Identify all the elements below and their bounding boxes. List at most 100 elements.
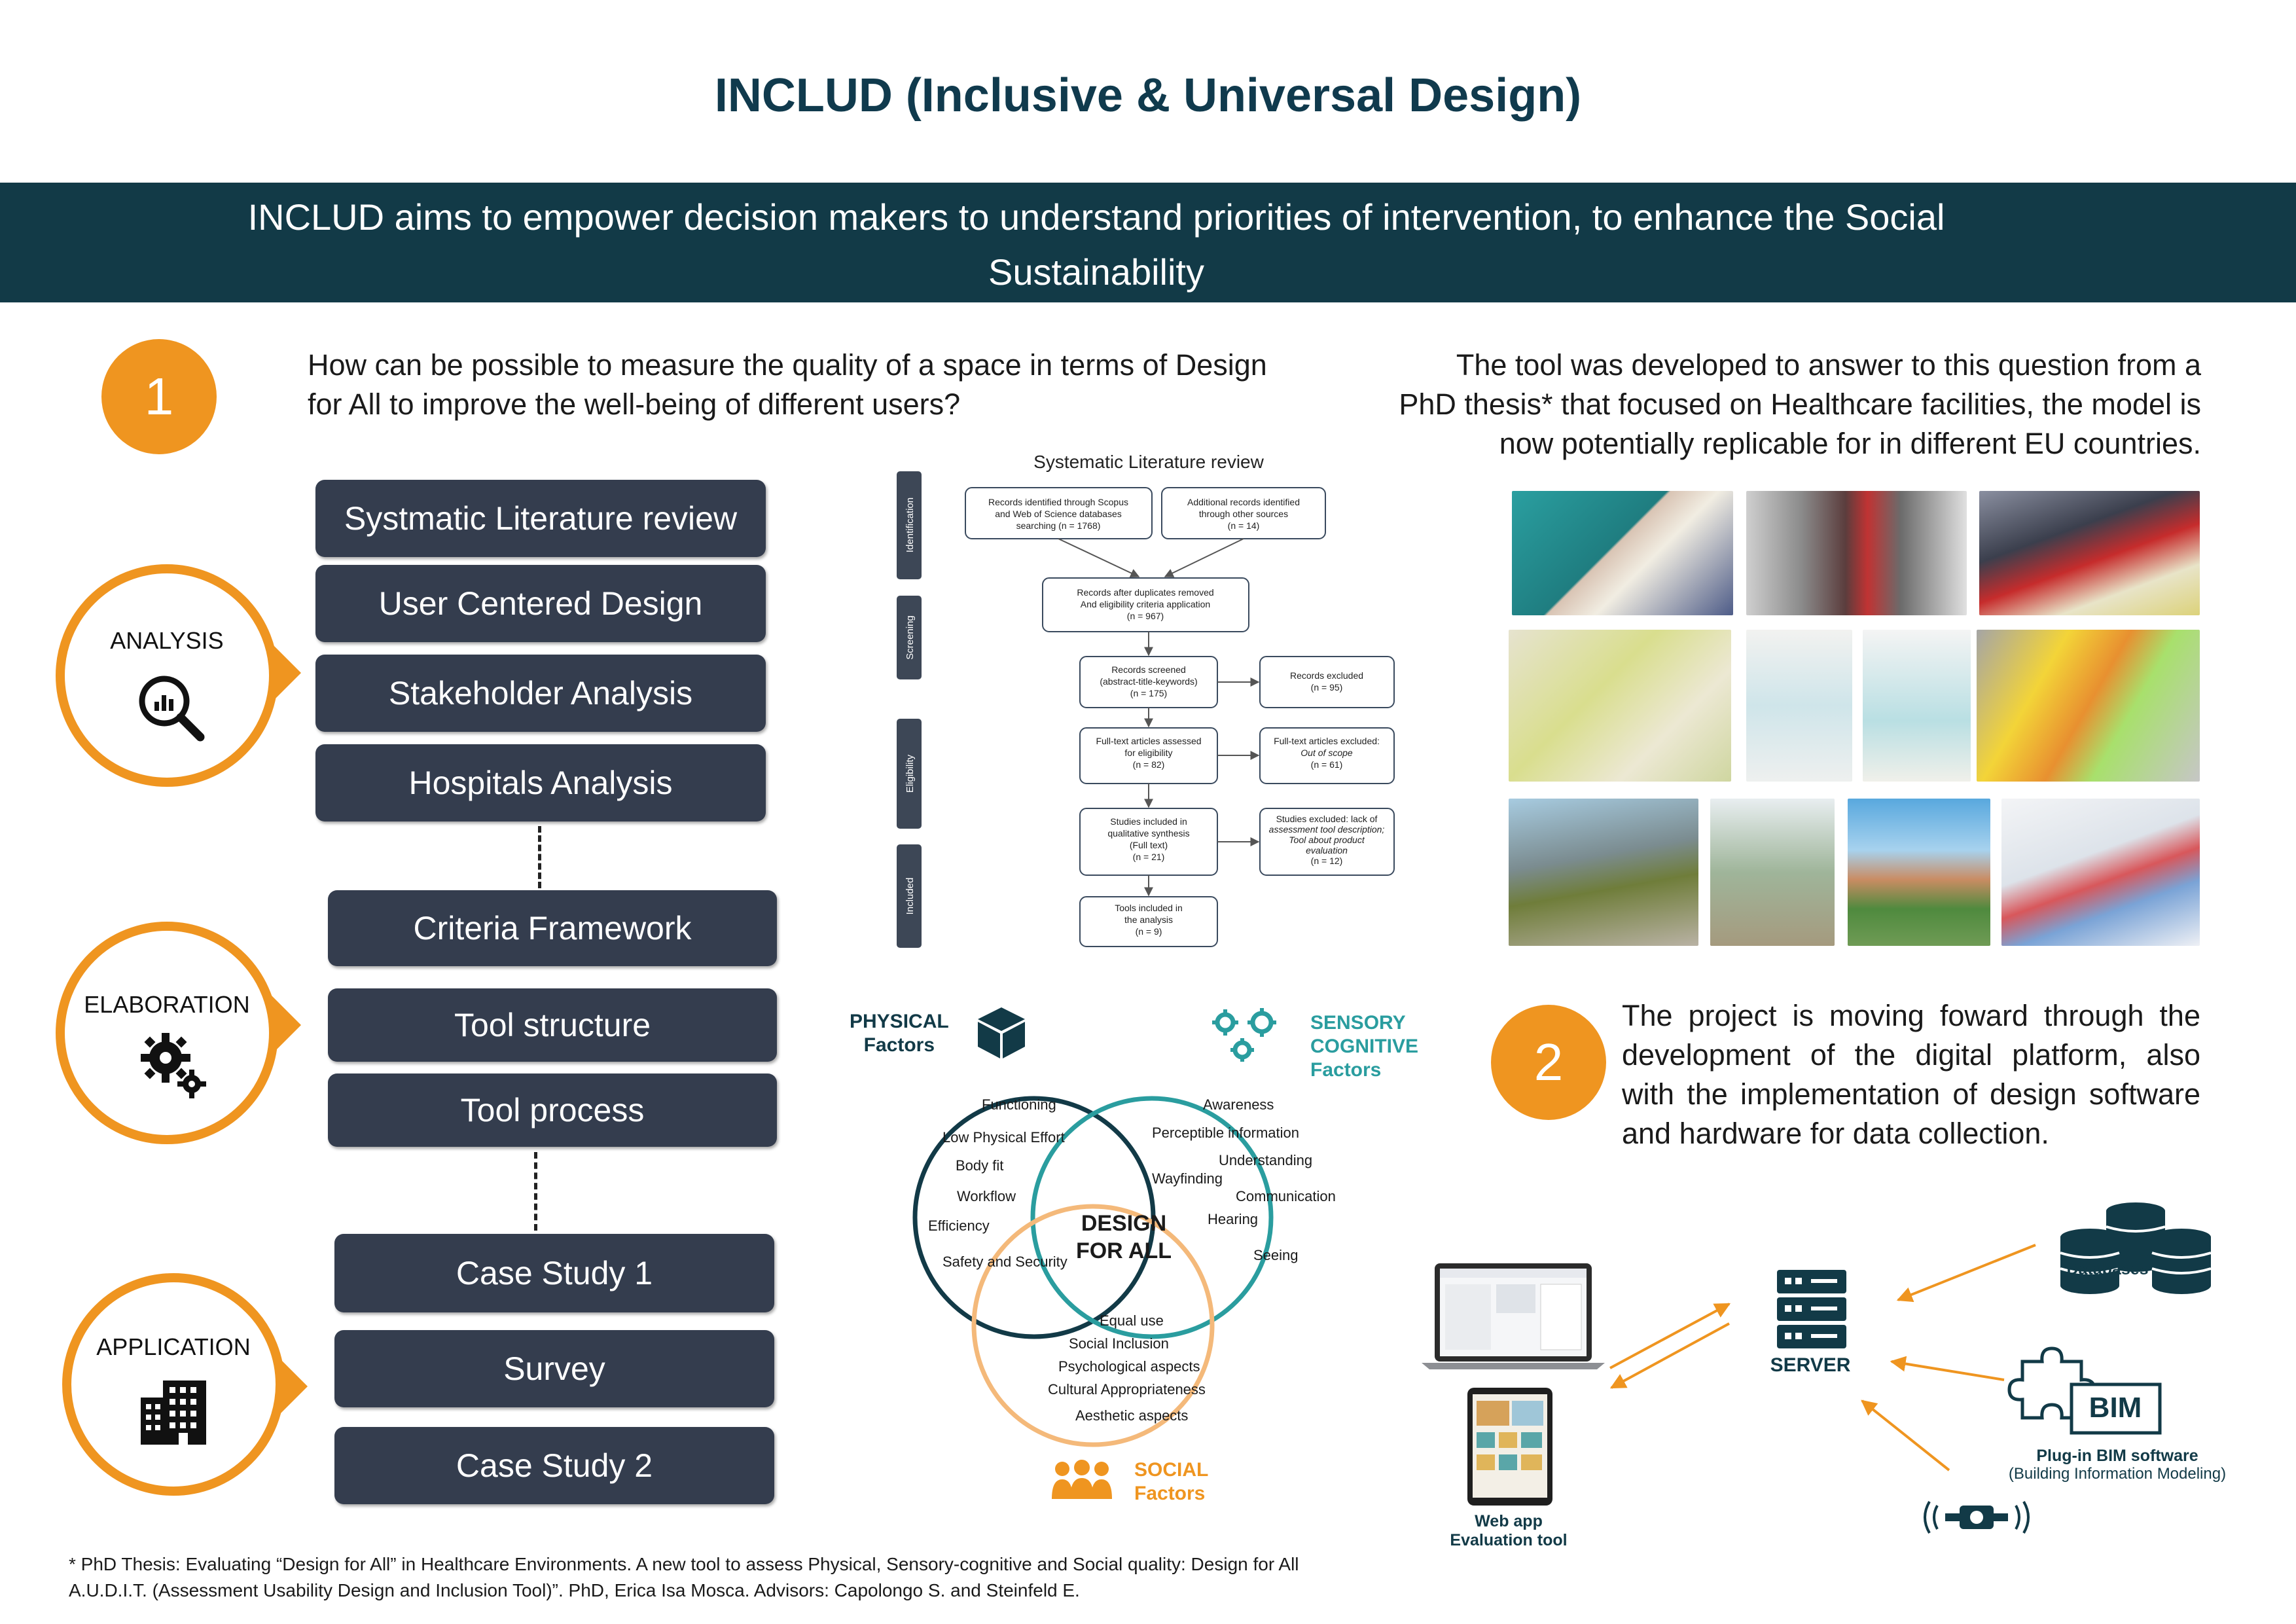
design-for-all-venn: DESIGN FOR ALL [912,1096,1274,1447]
sensory-label: SENSORY [1310,1012,1406,1034]
step-tool-process: Tool process [328,1074,777,1147]
sensory-term: Seeing [1253,1247,1299,1263]
physical-label: PHYSICAL [850,1011,949,1032]
prisma-text: qualitative synthesis [1107,828,1189,839]
stage-label: Eligibility [905,754,916,793]
prisma-text: Additional records identified [1187,497,1300,507]
step-case-study-1: Case Study 1 [334,1234,774,1312]
venn-center-label: FOR ALL [1076,1238,1172,1263]
phase-application: APPLICATION [62,1273,285,1496]
cube-icon [978,1007,1025,1058]
social-term: Social Inclusion [1069,1335,1169,1352]
social-term: Psychological aspects [1058,1358,1200,1375]
prisma-text: Records excluded [1290,670,1363,681]
prisma-title: Systematic Literature review [1033,452,1264,472]
prisma-text: (n = 82) [1133,759,1165,770]
prisma-text: searching (n = 1768) [1016,520,1101,531]
prisma-text: (Full text) [1130,840,1168,850]
prisma-text: (n = 21) [1133,852,1165,862]
physical-sub: Factors [863,1034,935,1056]
people-icon [1052,1460,1112,1499]
prisma-text: Studies included in [1110,816,1187,827]
workshop-photo [1512,491,1733,615]
workshop-photo [1746,491,1967,615]
prisma-text: the analysis [1124,914,1173,925]
sticky-notes-photo [1509,630,1731,782]
physical-circle [912,1096,1156,1339]
prisma-text: Full-text articles assessed [1096,736,1201,746]
sensory-term: Awareness [1203,1096,1274,1113]
webapp-label: Web app Evaluation tool [1427,1512,1590,1550]
phase-pointer [278,1356,308,1416]
hospital-photo [1710,799,1835,946]
mission-banner [0,183,2296,302]
sensory-factors-label: SENSORY COGNITIVE Factors [1310,1011,1418,1082]
physical-term: Functioning [982,1096,1056,1113]
webapp-title: Web app [1475,1512,1543,1530]
social-term: Aesthetic aspects [1075,1407,1189,1424]
physical-term: Efficiency [928,1218,990,1234]
hospital-photo [1848,799,1990,946]
social-term: Equal use [1100,1312,1164,1329]
prisma-text: (n = 95) [1311,682,1343,693]
prisma-flow-diagram: Systematic Literature review Identificat… [897,452,1395,948]
sticky-notes-photo [1746,630,1852,782]
stage-label: Included [905,878,916,915]
stage-label: Screening [905,615,916,660]
prisma-text: through other sources [1199,509,1288,519]
sensory-label-2: COGNITIVE [1310,1036,1419,1057]
step-criteria-framework: Criteria Framework [328,890,777,966]
prisma-text: (abstract-title-keywords) [1100,676,1197,687]
sensor-icon [1924,1500,2030,1534]
sticky-notes-photo [1863,630,1971,782]
social-sub: Factors [1134,1483,1206,1504]
stage-bar-identification [897,471,922,579]
sensory-term: Hearing [1208,1211,1259,1227]
prisma-text: (n = 61) [1311,759,1343,770]
stage-bar-screening [897,596,922,679]
step-hospitals-analysis: Hospitals Analysis [315,744,766,821]
prisma-text: (n = 14) [1228,520,1260,531]
step-user-centered-design: User Centered Design [315,565,766,642]
social-circle [971,1204,1215,1447]
physical-term: Workflow [957,1188,1016,1204]
prisma-text: Records after duplicates removed [1077,587,1213,598]
venn-center-label: DESIGN [1081,1211,1166,1236]
prisma-text: Out of scope [1300,748,1353,758]
stage-bar-eligibility [897,719,922,829]
prisma-text: Tool about product [1289,835,1365,845]
connector-dash [534,1152,537,1231]
webapp-subtitle: Evaluation tool [1450,1531,1568,1549]
sensory-term: Communication [1236,1188,1336,1204]
prisma-text: And eligibility criteria application [1081,599,1210,609]
stage-label: Identification [905,497,916,552]
prisma-text: Full-text articles excluded: [1274,736,1380,746]
section-number-2: 2 [1491,1005,1606,1120]
prisma-text: (n = 9) [1136,926,1162,937]
phase-pointer [271,643,301,703]
gears-icon [141,1033,206,1098]
step-stakeholder-analysis: Stakeholder Analysis [315,655,766,732]
prisma-text: Records screened [1111,664,1186,675]
phase-label: APPLICATION [96,1333,251,1360]
laptop-icon [1422,1263,1605,1369]
prisma-text: Tools included in [1115,903,1183,913]
step-case-study-2: Case Study 2 [334,1427,774,1504]
bim-caption-sub: (Building Information Modeling) [2008,1465,2227,1483]
sensory-circle [1030,1096,1274,1339]
server-label: SERVER [1770,1354,1851,1376]
hospital-photo [1509,799,1698,946]
physical-term: Low Physical Effort [942,1129,1065,1146]
prisma-text: and Web of Science databases [995,509,1122,519]
mission-line-2: of buildings, making them inclusive by a… [597,306,1596,348]
bim-box [2070,1382,2162,1435]
prisma-text: (n = 12) [1311,856,1343,866]
prisma-text: assessment tool description; [1269,824,1385,835]
prisma-text: (n = 175) [1130,688,1167,698]
prisma-text: (n = 967) [1127,611,1164,621]
mission-text: INCLUD aims to empower decision makers t… [196,190,1996,355]
step-tool-structure: Tool structure [328,988,777,1062]
stage-bar-included [897,844,922,948]
physical-term: Safety and Security [942,1254,1067,1270]
bim-caption: Plug-in BIM software [2036,1447,2198,1465]
